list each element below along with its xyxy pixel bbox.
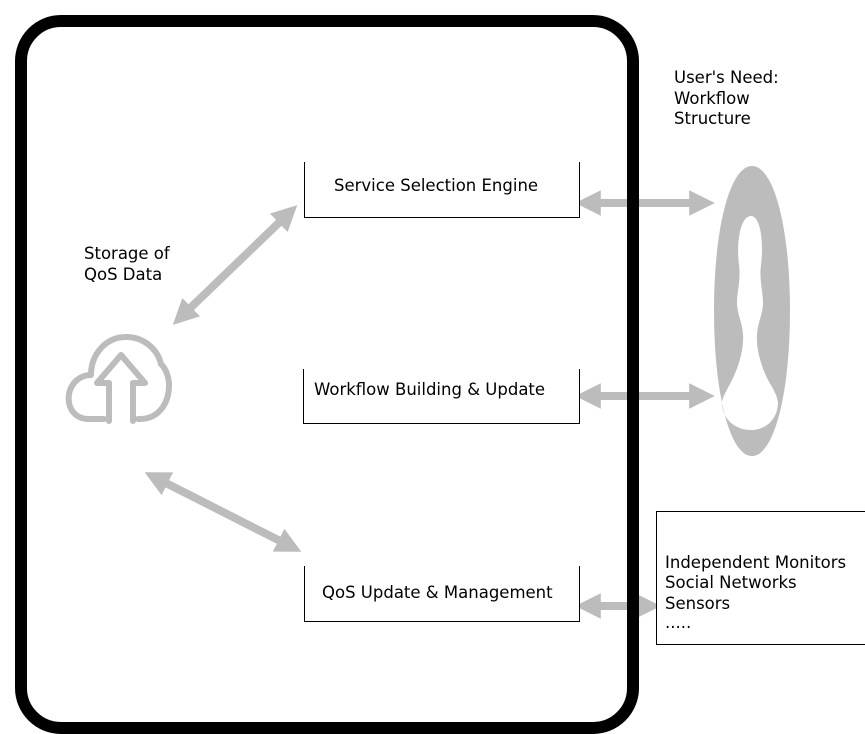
- storage-qos-update-arrow: [144, 472, 302, 552]
- qos-update-management-label: QoS Update & Management: [322, 583, 553, 602]
- user-need-label-line2: Workflow: [674, 89, 750, 108]
- cloud-upload-icon: [65, 334, 172, 424]
- storage-service-selection-arrow: [172, 205, 298, 325]
- user-shape: [714, 166, 790, 456]
- user-need-label-line1: User's Need:: [674, 68, 779, 87]
- qos-update-management-box: QoS Update & Management: [304, 566, 580, 622]
- data-sources-box: Independent Monitors Social Networks Sen…: [656, 511, 865, 645]
- storage-label-line1: Storage of: [84, 244, 170, 263]
- service-selection-engine-box: Service Selection Engine: [304, 162, 580, 218]
- storage-label-line2: QoS Data: [84, 265, 163, 284]
- data-source-item: Independent Monitors: [665, 553, 847, 572]
- workflow-building-box: Workflow Building & Update: [303, 369, 580, 424]
- data-source-item: Social Networks: [665, 573, 797, 592]
- data-source-item: Sensors: [665, 594, 731, 613]
- data-source-item: .....: [665, 613, 692, 632]
- service-selection-engine-label: Service Selection Engine: [334, 176, 539, 195]
- workflow-building-label: Workflow Building & Update: [314, 380, 546, 399]
- user-need-label-line3: Structure: [674, 109, 751, 128]
